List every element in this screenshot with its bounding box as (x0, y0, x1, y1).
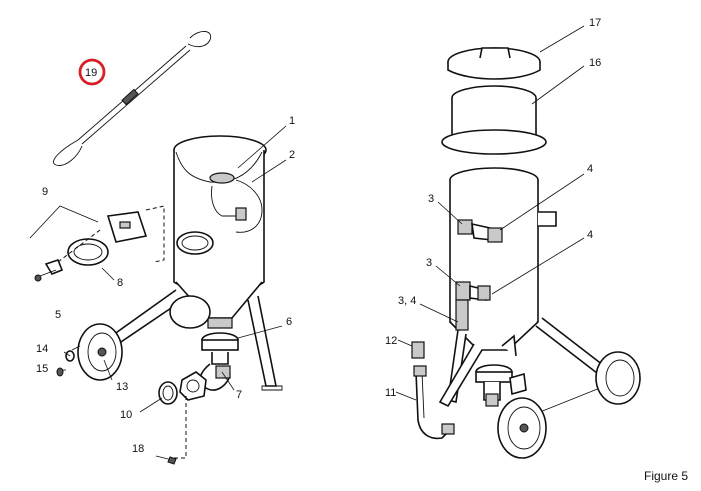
callout-2: 2 (289, 149, 295, 161)
highlight-ring (78, 58, 106, 86)
callout-11: 11 (385, 387, 396, 399)
callout-18: 18 (132, 443, 144, 455)
left-assembly (29, 135, 283, 465)
callout-13: 13 (116, 381, 128, 393)
callout-3-4: 3, 4 (398, 295, 416, 307)
callout-16: 16 (589, 57, 601, 69)
callout-6: 6 (286, 316, 292, 328)
callout-labels: 1 2 3 3 3, 4 4 4 5 6 7 8 9 10 11 12 13 1… (36, 17, 601, 455)
callout-1: 1 (289, 115, 295, 127)
figure-caption: Figure 5 (644, 469, 688, 483)
callout-12: 12 (385, 335, 397, 347)
callout-3-lower: 3 (426, 257, 432, 269)
whip-check-cable (53, 31, 212, 166)
callout-17: 17 (589, 17, 601, 29)
callout-7: 7 (236, 389, 242, 401)
callout-10: 10 (120, 409, 132, 421)
callout-3-upper: 3 (428, 193, 434, 205)
leader-lines (62, 25, 585, 413)
callout-9: 9 (42, 186, 48, 198)
callout-4-upper: 4 (587, 163, 593, 175)
callout-15: 15 (36, 363, 48, 375)
callout-8: 8 (117, 277, 123, 289)
callout-14: 14 (36, 343, 48, 355)
callout-4-lower: 4 (587, 229, 593, 241)
callout-5: 5 (55, 309, 61, 321)
right-assembly (411, 47, 641, 459)
callout-19: 19 (85, 67, 97, 79)
